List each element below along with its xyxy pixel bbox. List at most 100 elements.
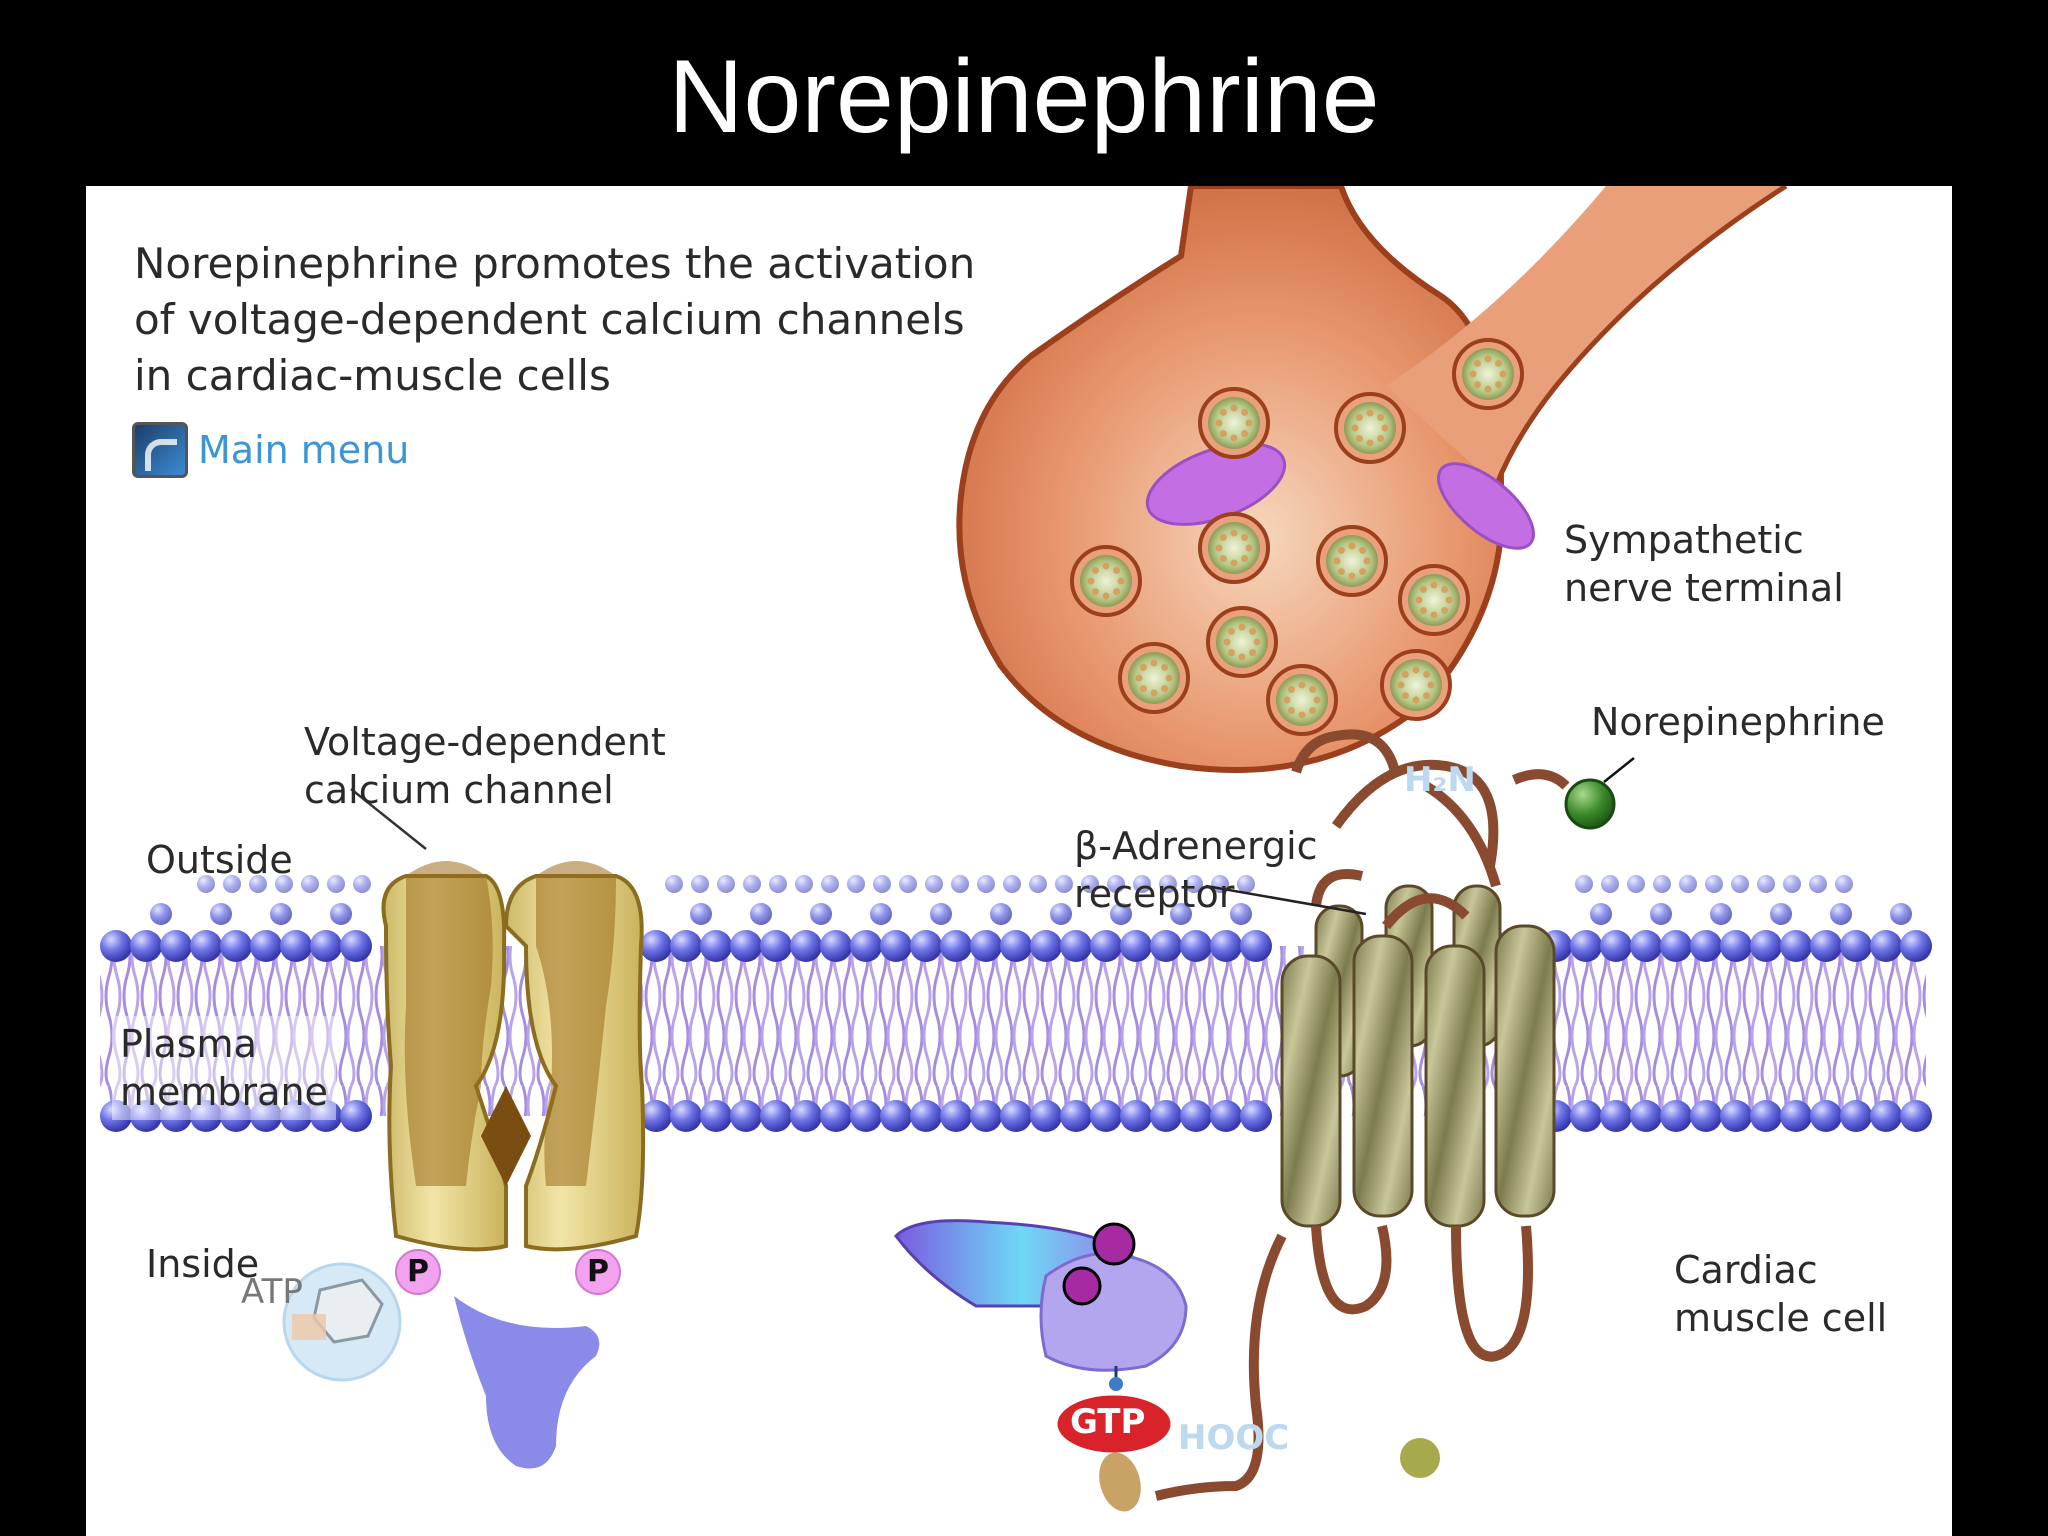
lipid-head bbox=[1650, 903, 1672, 925]
lipid-head bbox=[750, 903, 772, 925]
lipid-head bbox=[250, 1100, 282, 1132]
vesicle bbox=[1334, 392, 1406, 464]
lipid-head bbox=[280, 930, 312, 962]
vesicle bbox=[1206, 606, 1278, 678]
plasma-membrane-label-box: Plasma membrane bbox=[112, 1016, 336, 1120]
lipid-head bbox=[301, 875, 319, 893]
vesicle bbox=[1118, 642, 1190, 714]
lipid-head bbox=[1705, 875, 1723, 893]
lipid-head bbox=[1159, 875, 1177, 893]
label-phosphate-left: P bbox=[407, 1254, 429, 1289]
lipid-head bbox=[730, 930, 762, 962]
lipid-head bbox=[1090, 930, 1122, 962]
lipid-head bbox=[220, 930, 252, 962]
lipid-head bbox=[353, 875, 371, 893]
lipid-head bbox=[700, 930, 732, 962]
lipid-head bbox=[1900, 1100, 1932, 1132]
lipid-head bbox=[1710, 903, 1732, 925]
channel-pointer-line bbox=[350, 788, 427, 850]
lipid-head bbox=[275, 875, 293, 893]
lipid-head bbox=[850, 1100, 882, 1132]
receptor-pointer-line bbox=[1205, 884, 1367, 916]
main-menu-icon bbox=[132, 422, 188, 478]
lipid-head bbox=[1055, 875, 1073, 893]
lipid-head bbox=[1840, 930, 1872, 962]
lipid-head bbox=[821, 875, 839, 893]
lipid-head bbox=[250, 930, 282, 962]
caption-line-2: of voltage-dependent calcium channels bbox=[134, 295, 965, 344]
lipid-head bbox=[1090, 1100, 1122, 1132]
diagram-panel: Norepinephrine promotes the activation o… bbox=[86, 186, 1952, 1536]
lipid-head bbox=[930, 903, 952, 925]
lipid-head bbox=[977, 875, 995, 893]
lipid-head bbox=[1810, 930, 1842, 962]
lipid-head bbox=[100, 1100, 132, 1132]
lipid-head bbox=[1210, 930, 1242, 962]
kinase-subunit bbox=[454, 1296, 600, 1469]
label-receptor-1: β-Adrenergic bbox=[1074, 824, 1318, 868]
lipid-head bbox=[1630, 930, 1662, 962]
lipid-head bbox=[1120, 1100, 1152, 1132]
vesicle bbox=[1198, 512, 1270, 584]
mitochondrion-right bbox=[1437, 462, 1535, 550]
caption-line-1: Norepinephrine promotes the activation bbox=[134, 239, 976, 288]
lipid-head bbox=[1000, 1100, 1032, 1132]
lipid-head bbox=[1783, 875, 1801, 893]
lipid-head bbox=[1690, 930, 1722, 962]
lipid-head bbox=[810, 903, 832, 925]
lipid-head bbox=[280, 1100, 312, 1132]
beta-adrenergic-receptor bbox=[1154, 729, 1556, 1501]
lipid-head bbox=[340, 1100, 372, 1132]
lipid-head bbox=[880, 1100, 912, 1132]
label-inside: Inside bbox=[146, 1242, 260, 1286]
lipid-head bbox=[1107, 875, 1125, 893]
lipid-head bbox=[700, 1100, 732, 1132]
lipid-head bbox=[1110, 903, 1132, 925]
lipid-head bbox=[1170, 903, 1192, 925]
label-outside: Outside bbox=[146, 838, 293, 882]
lipid-head bbox=[1000, 930, 1032, 962]
lipid-head bbox=[1601, 875, 1619, 893]
lipid-head bbox=[1240, 1100, 1272, 1132]
phosphate-left bbox=[395, 1249, 441, 1295]
signal-molecule-brown bbox=[1099, 1452, 1141, 1512]
lipid-head bbox=[310, 930, 342, 962]
lipid-head bbox=[769, 875, 787, 893]
vesicle bbox=[1452, 338, 1524, 410]
lipid-head bbox=[1180, 930, 1212, 962]
lipid-head bbox=[790, 930, 822, 962]
lipid-head bbox=[970, 1100, 1002, 1132]
label-plasma-2: membrane bbox=[120, 1070, 328, 1114]
lipid-head bbox=[1900, 930, 1932, 962]
lipid-head bbox=[1570, 1100, 1602, 1132]
lipid-head bbox=[665, 875, 683, 893]
label-h2n: H₂N bbox=[1404, 760, 1476, 800]
lipid-head bbox=[1830, 903, 1852, 925]
lipid-head bbox=[1030, 930, 1062, 962]
norepinephrine-pointer-line bbox=[1603, 757, 1635, 783]
label-gtp: GTP bbox=[1070, 1402, 1146, 1442]
lipid-head bbox=[1133, 875, 1151, 893]
lipid-head bbox=[899, 875, 917, 893]
lipid-head bbox=[850, 930, 882, 962]
main-menu-label: Main menu bbox=[198, 428, 410, 472]
lipid-head bbox=[790, 1100, 822, 1132]
lipid-head bbox=[1150, 1100, 1182, 1132]
lipid-head bbox=[1690, 1100, 1722, 1132]
lipid-head bbox=[1050, 903, 1072, 925]
lipid-head bbox=[1660, 1100, 1692, 1132]
synaptic-vesicles bbox=[1070, 338, 1524, 736]
lipid-head bbox=[1750, 1100, 1782, 1132]
lipid-head bbox=[160, 930, 192, 962]
label-cardiac-1: Cardiac bbox=[1674, 1248, 1818, 1292]
lipid-head bbox=[210, 903, 232, 925]
lipid-head bbox=[1060, 930, 1092, 962]
lipid-head bbox=[1679, 875, 1697, 893]
lipid-head bbox=[1600, 1100, 1632, 1132]
lipid-head bbox=[1870, 930, 1902, 962]
lipid-head bbox=[717, 875, 735, 893]
main-menu-link[interactable]: Main menu bbox=[132, 422, 409, 478]
lipid-head bbox=[1720, 930, 1752, 962]
lipid-head bbox=[990, 903, 1012, 925]
label-sympathetic-2: nerve terminal bbox=[1564, 566, 1844, 610]
